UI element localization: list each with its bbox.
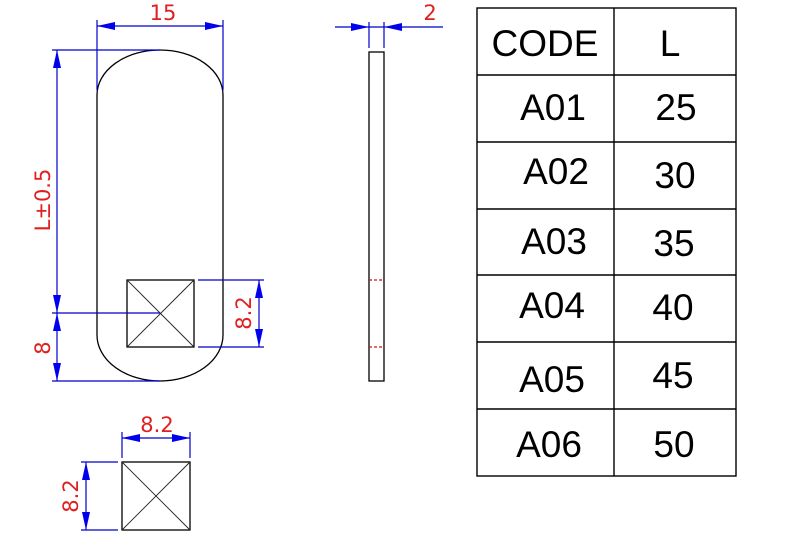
cell-l: 45 (652, 355, 693, 396)
dimension-label: 8.2 (232, 296, 256, 329)
cell-l: 35 (653, 223, 694, 264)
detail-view: 8.2 8.2 (59, 413, 191, 531)
cell-code: A01 (520, 87, 586, 128)
dimension-hole: 8.2 (198, 279, 264, 348)
cell-l: 50 (653, 424, 694, 465)
dimension-label: 15 (150, 1, 177, 25)
dimension-label: L±0.5 (31, 169, 55, 232)
cell-code: A02 (523, 151, 589, 192)
cell-l: 40 (652, 287, 693, 328)
cell-code: A04 (519, 285, 585, 326)
dimension-length: L±0.5 8 (31, 49, 160, 382)
hole-cross-line (126, 279, 195, 348)
side-view: 2 (335, 1, 443, 382)
dimension-width: 15 (96, 1, 224, 90)
square-detail (121, 461, 191, 531)
cell-l: 30 (654, 155, 695, 196)
header-l: L (660, 23, 681, 64)
cell-l: 25 (655, 87, 696, 128)
code-table: CODE L A01 25 A02 30 A03 35 A04 40 A05 4… (476, 7, 737, 477)
header-code: CODE (492, 23, 599, 64)
dimension-label: 8.2 (59, 479, 83, 512)
front-view: 15 L±0.5 8 8.2 (31, 1, 264, 382)
plate-outline (96, 49, 224, 382)
side-profile (368, 51, 385, 382)
cell-code: A05 (519, 359, 585, 400)
dimension-label: 2 (423, 1, 436, 25)
cell-code: A03 (521, 221, 587, 262)
dimension-label: 8 (31, 341, 55, 354)
dimension-label: 8.2 (140, 413, 173, 437)
cell-code: A06 (516, 424, 582, 465)
